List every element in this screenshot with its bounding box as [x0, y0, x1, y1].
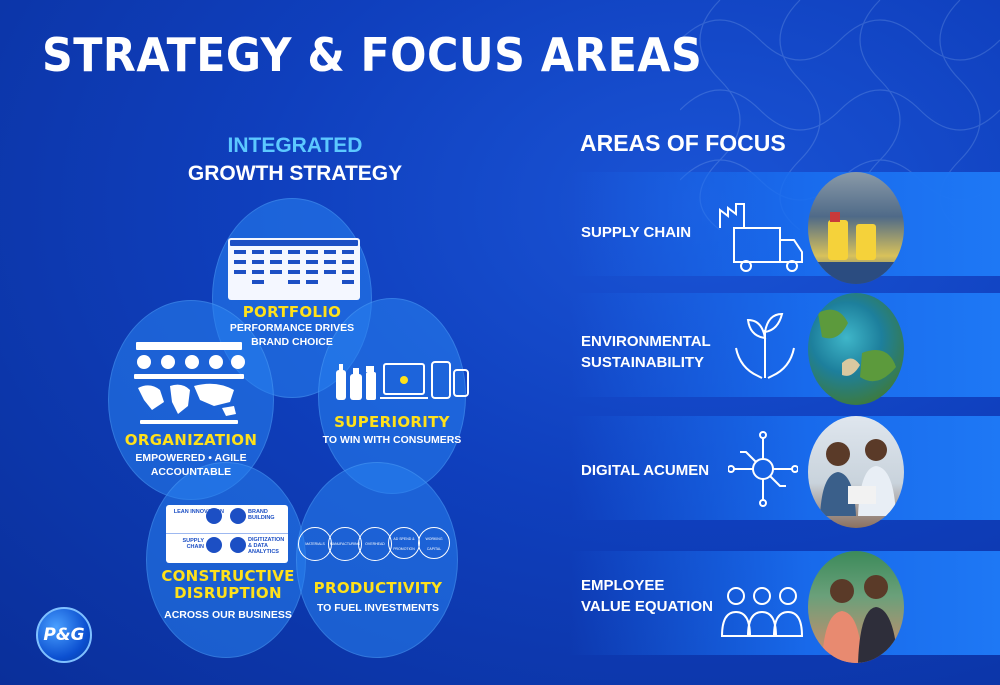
employee-photo — [808, 551, 904, 663]
pill-working-capital: WORKING CAPITAL — [418, 527, 450, 559]
focus-band-supply-chain — [570, 172, 1000, 276]
pill-materials: MATERIALS — [298, 527, 332, 561]
integrated-growth-strategy-heading: INTEGRATED GROWTH STRATEGY — [140, 132, 450, 188]
pill-ad-spend: AD SPEND & PROMOTION — [388, 527, 420, 559]
supply-chain-panel-label: SUPPLY CHAIN — [182, 538, 204, 550]
portfolio-text: PORTFOLIO PERFORMANCE DRIVES BRAND CHOIC… — [212, 304, 372, 349]
disruption-panel: LEAN INNOVATION BRAND BUILDING SUPPLY CH… — [166, 505, 288, 563]
disruption-heading-1: CONSTRUCTIVE — [161, 567, 295, 585]
focus-label-supply-chain: SUPPLY CHAIN — [581, 224, 692, 241]
superiority-heading: SUPERIORITY — [334, 413, 450, 431]
circuit-icon — [728, 431, 798, 507]
superiority-text: SUPERIORITY TO WIN WITH CONSUMERS — [322, 414, 462, 447]
disruption-heading-2: DISRUPTION — [174, 584, 282, 602]
productivity-heading: PRODUCTIVITY — [313, 579, 443, 597]
conveyor-icon — [206, 537, 222, 553]
lean-innovation-label: LEAN INNOVATION — [173, 509, 224, 515]
pg-logo: P&G — [36, 607, 92, 663]
organization-chart-panel — [130, 340, 248, 426]
integrated-label: INTEGRATED — [227, 134, 363, 157]
brand-logos-icon — [234, 250, 354, 284]
organization-sub2: ACCOUNTABLE — [150, 466, 232, 478]
productivity-text: PRODUCTIVITY TO FUEL INVESTMENTS — [298, 580, 458, 615]
organization-heading: ORGANIZATION — [124, 431, 258, 449]
portfolio-sub1: PERFORMANCE DRIVES — [229, 322, 355, 334]
disruption-sub1: ACROSS OUR BUSINESS — [164, 609, 292, 621]
supply-chain-photo — [808, 172, 904, 284]
growth-strategy-label: GROWTH STRATEGY — [187, 162, 403, 185]
network-icon — [230, 537, 246, 553]
page-title: STRATEGY & FOCUS AREAS — [42, 28, 703, 82]
pill-manufacturing: MANUFACTURING — [328, 527, 362, 561]
people-icon — [720, 587, 804, 637]
lightbulb-icon — [206, 508, 222, 524]
superiority-products-icon — [336, 361, 469, 400]
world-map-icon — [134, 342, 245, 424]
areas-of-focus-heading: AREAS OF FOCUS — [580, 130, 786, 156]
focus-label-sustainability: ENVIRONMENTAL SUSTAINABILITY — [581, 333, 711, 371]
disruption-text: CONSTRUCTIVE DISRUPTION ACROSS OUR BUSIN… — [146, 568, 310, 622]
digital-acumen-photo — [808, 416, 904, 528]
brand-portfolio-grid — [228, 238, 360, 300]
portfolio-sub2: BRAND CHOICE — [251, 336, 333, 348]
pill-overhead: OVERHEAD — [358, 527, 392, 561]
megaphone-icon — [230, 508, 246, 524]
focus-label-employee: EMPLOYEE VALUE EQUATION — [581, 577, 713, 615]
plant-hands-icon — [735, 312, 795, 379]
productivity-sub1: TO FUEL INVESTMENTS — [316, 602, 440, 614]
truck-factory-icon — [719, 203, 803, 272]
focus-label-digital: DIGITAL ACUMEN — [581, 462, 710, 479]
productivity-pills: MATERIALS MANUFACTURING OVERHEAD AD SPEN… — [298, 527, 458, 561]
digitization-label: DIGITIZATION & DATA ANALYTICS — [248, 537, 285, 555]
focus-band-sustainability — [570, 293, 1000, 397]
superiority-sub1: TO WIN WITH CONSUMERS — [322, 434, 462, 446]
organization-sub1: EMPOWERED • AGILE — [135, 452, 247, 464]
portfolio-heading: PORTFOLIO — [242, 303, 342, 321]
brand-building-label: BRAND BUILDING — [248, 509, 275, 521]
sustainability-photo — [808, 293, 904, 405]
organization-text: ORGANIZATION EMPOWERED • AGILE ACCOUNTAB… — [108, 432, 274, 479]
